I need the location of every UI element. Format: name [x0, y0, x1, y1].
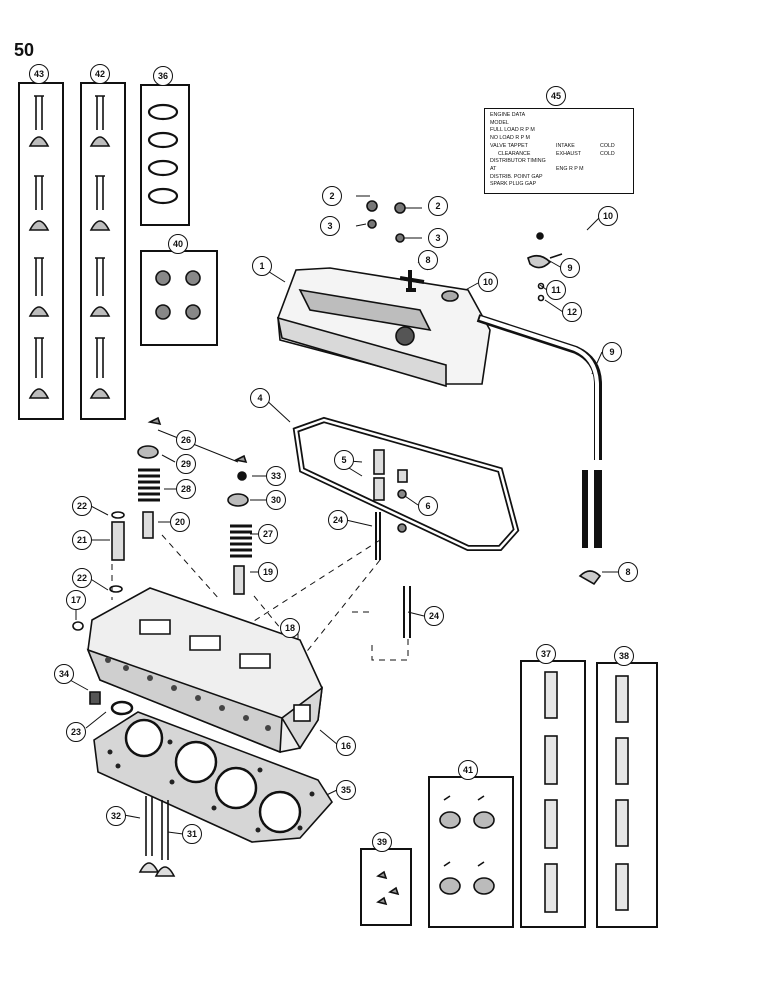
- caps-40: [155, 270, 201, 320]
- core-plug: [89, 691, 101, 705]
- keepers-39: [376, 870, 400, 906]
- callout-43: 43: [29, 64, 49, 84]
- retainers-41: [439, 795, 495, 895]
- sealing-ring: [110, 700, 134, 716]
- callout-17: 17: [66, 590, 86, 610]
- callout-3: 3: [320, 216, 340, 236]
- hose-clip: [527, 253, 563, 269]
- callout-33: 33: [266, 466, 286, 486]
- grommets: [373, 449, 408, 533]
- breather-tube: [399, 270, 425, 292]
- callout-9: 9: [560, 258, 580, 278]
- callout-36: 36: [153, 66, 173, 86]
- engine-data-row: NO LOAD R P M: [490, 135, 530, 142]
- callout-32: 32: [106, 806, 126, 826]
- callout-16: 16: [336, 736, 356, 756]
- stud: [375, 512, 381, 560]
- callout-23: 23: [66, 722, 86, 742]
- callout-30: 30: [266, 490, 286, 510]
- nuts-washers: [366, 200, 406, 243]
- callout-18: 18: [280, 618, 300, 638]
- callout-39: 39: [372, 832, 392, 852]
- guides-38: [615, 675, 629, 911]
- callout-37: 37: [536, 644, 556, 664]
- callout-40: 40: [168, 234, 188, 254]
- callout-8: 8: [618, 562, 638, 582]
- guides-37: [544, 671, 558, 913]
- page-number: 50: [14, 40, 35, 60]
- callout-22: 22: [72, 496, 92, 516]
- kit-plate-39: [360, 848, 412, 926]
- callout-29: 29: [176, 454, 196, 474]
- callout-10: 10: [478, 272, 498, 292]
- callout-8: 8: [418, 250, 438, 270]
- long-stud: [403, 586, 411, 638]
- engine-data-card: ENGINE DATA MODEL FULL LOAD R P M NO LOA…: [484, 108, 634, 194]
- cylinder-head: [86, 587, 324, 754]
- callout-27: 27: [258, 524, 278, 544]
- engine-data-title: ENGINE DATA: [490, 112, 526, 118]
- callout-38: 38: [614, 646, 634, 666]
- callout-42: 42: [90, 64, 110, 84]
- hose-clamp: [441, 290, 459, 302]
- callout-45: 45: [546, 86, 566, 106]
- kit-plate-43: [18, 82, 64, 420]
- engine-data-row: DISTRIBUTOR TIMING: [490, 158, 546, 165]
- callout-21: 21: [72, 530, 92, 550]
- callout-2: 2: [322, 186, 342, 206]
- valve-set-43: [28, 95, 50, 399]
- engine-data-row: FULL LOAD R P M: [490, 127, 535, 134]
- engine-data-row: SPARK PLUG GAP: [490, 181, 537, 188]
- callout-31: 31: [182, 824, 202, 844]
- callout-4: 4: [250, 388, 270, 408]
- hose-bracket: [578, 570, 602, 586]
- callout-1: 1: [252, 256, 272, 276]
- callout-20: 20: [170, 512, 190, 532]
- callout-34: 34: [54, 664, 74, 684]
- engine-data-row: DISTRIB. POINT GAP: [490, 173, 543, 180]
- seal-rings-36: [147, 103, 179, 205]
- callout-26: 26: [176, 430, 196, 450]
- callout-3: 3: [428, 228, 448, 248]
- callout-41: 41: [458, 760, 478, 780]
- callout-22: 22: [72, 568, 92, 588]
- valve-set-42: [89, 95, 111, 399]
- callout-12: 12: [562, 302, 582, 322]
- callout-24: 24: [424, 606, 444, 626]
- callout-6: 6: [418, 496, 438, 516]
- callout-5: 5: [334, 450, 354, 470]
- callout-9: 9: [602, 342, 622, 362]
- callout-35: 35: [336, 780, 356, 800]
- kit-plate-41: [428, 776, 514, 928]
- callout-24: 24: [328, 510, 348, 530]
- valve-cover: [276, 267, 491, 388]
- head-gasket: [93, 711, 333, 843]
- valve-cover-gasket: [292, 416, 520, 551]
- callout-28: 28: [176, 479, 196, 499]
- engine-data-row: MODEL: [490, 119, 509, 126]
- kit-plate-40: [140, 250, 218, 346]
- callout-2: 2: [428, 196, 448, 216]
- callout-19: 19: [258, 562, 278, 582]
- loose-valves: [138, 796, 176, 877]
- valve-train-parts: [72, 416, 309, 662]
- callout-11: 11: [546, 280, 566, 300]
- callout-10: 10: [598, 206, 618, 226]
